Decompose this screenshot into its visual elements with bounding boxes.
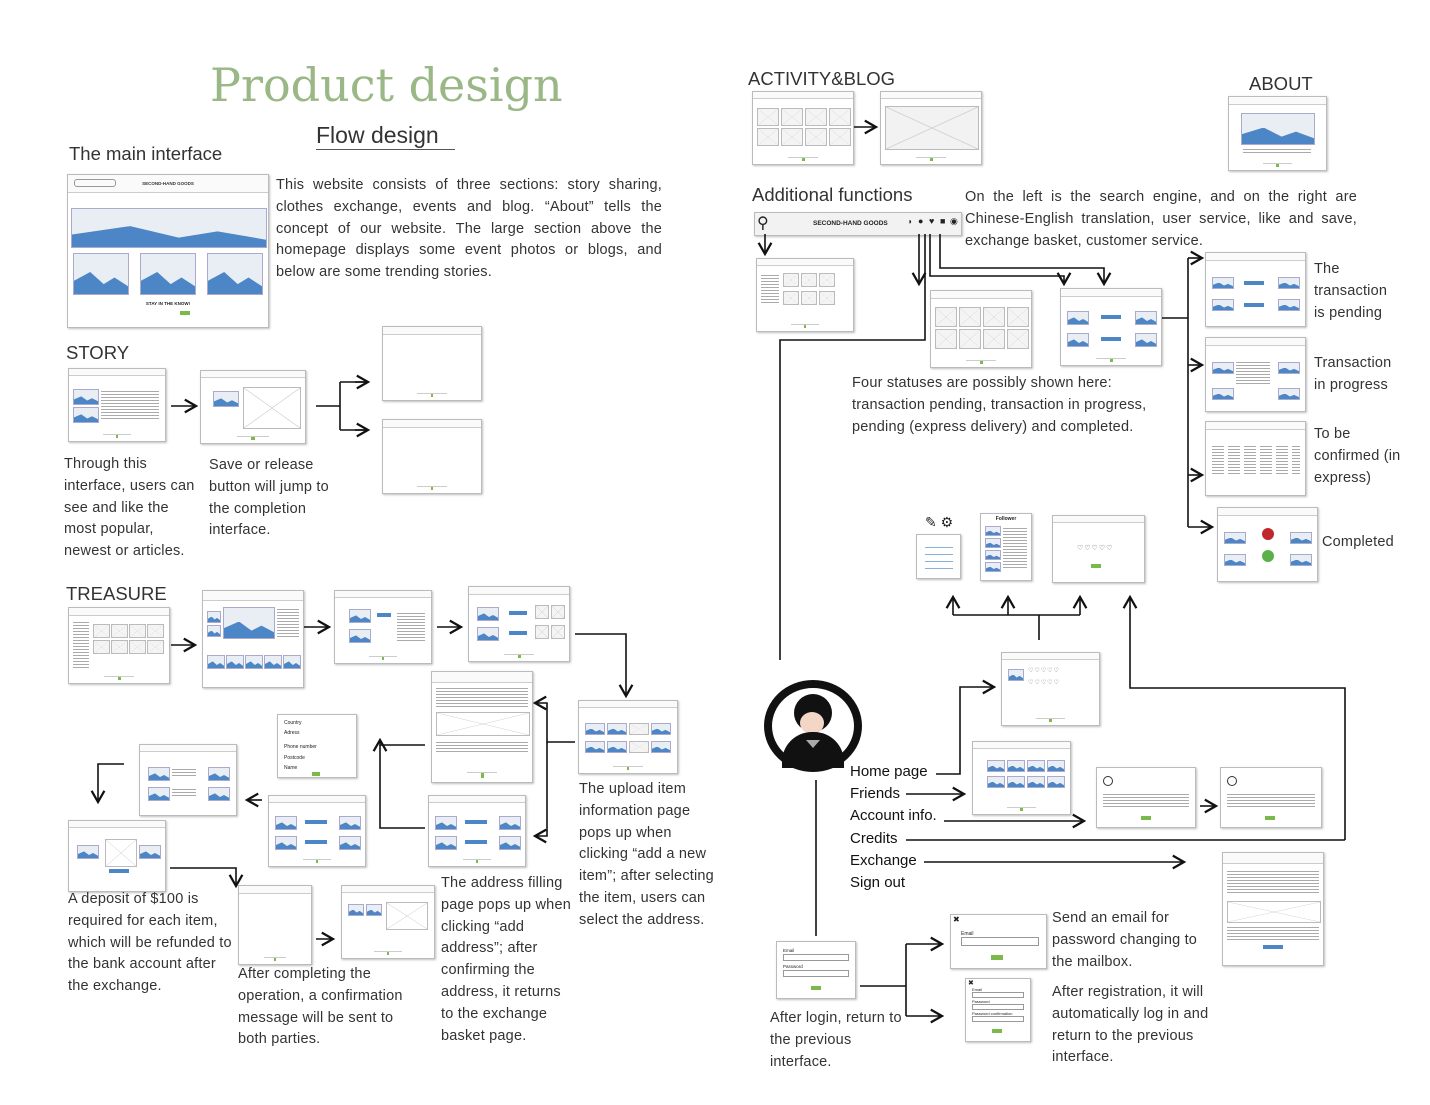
heart-icon: ♥ (929, 216, 935, 226)
exchange-basket-mockup (1060, 288, 1162, 366)
menu-account-info[interactable]: Account info. (850, 807, 937, 825)
status-progress-label: Transaction in progress (1314, 355, 1392, 393)
edit-settings-icons: ✎ ⚙ (925, 514, 954, 530)
liked-items-mockup (930, 290, 1032, 368)
treasure-item-mockup (202, 590, 304, 688)
confirm-note: After completing the operation, a confir… (238, 966, 403, 1048)
address-note: The address filling page pops up when cl… (441, 875, 571, 1044)
statuses-note: Four statuses are possibly shown here: t… (852, 375, 1147, 435)
deposit-note: A deposit of $100 is required for each i… (68, 891, 232, 995)
main-interface-heading: The main interface (69, 143, 223, 164)
register-password-label: Password (972, 999, 990, 1004)
user-service-icon: ● (918, 216, 924, 226)
register-mockup: ✖ Email Password Password confirmation (965, 978, 1031, 1042)
story-note-list: Through this interface, users can see an… (64, 456, 195, 560)
translate-icon: ◑ (907, 217, 912, 226)
confirmation-mockup (341, 885, 435, 959)
search-icon: ⚲ (757, 215, 769, 232)
activity-heading: ACTIVITY&BLOG (748, 68, 896, 89)
about-mockup (1228, 96, 1327, 171)
register-confirm-label: Password confirmation (972, 1011, 1013, 1016)
additional-description: On the left is the search engine, and on… (965, 189, 1357, 249)
about-heading: ABOUT (1249, 73, 1313, 94)
address-phone-label: Phone number (284, 744, 317, 750)
menu-credits[interactable]: Credits (850, 829, 898, 847)
account-info-mockup (1096, 767, 1196, 828)
address-postcode-label: Postcode (284, 755, 305, 761)
address-popup-mockup: Country Adress Phone number Postcode Nam… (277, 714, 357, 778)
login-note: After login, return to the previous inte… (770, 1010, 902, 1070)
address-basket-mockup (268, 795, 366, 867)
forgot-password-mockup: ✖ Email (950, 914, 1047, 969)
follower-mockup: Follower (980, 513, 1032, 581)
exchange-page-mockup (1222, 852, 1324, 966)
toolbar-brand: SECOND-HAND GOODS (813, 220, 888, 227)
search-result-mockup (756, 258, 854, 332)
home-page-mockup: ♡♡♡♡♡ ♡♡♡♡♡ (1001, 652, 1100, 726)
treasure-heading: TREASURE (66, 583, 167, 604)
address-form-mockup (431, 671, 533, 783)
forgot-email-label: Email (961, 931, 974, 937)
basket-pending-mockup (139, 744, 237, 816)
status-express-mockup (1205, 421, 1306, 496)
close-icon[interactable]: ✖ (953, 915, 960, 924)
address-adress-label: Adress (284, 730, 300, 736)
menu-friends[interactable]: Friends (850, 785, 901, 803)
treasure-basket-mockup (334, 590, 432, 664)
stay-in-the-know: STAY IN THE KNOW! (145, 301, 191, 306)
treasure-list-mockup (68, 607, 170, 684)
upload-note: The upload item information page pops up… (579, 781, 714, 928)
service-icon: ◉ (950, 216, 958, 226)
status-progress-mockup (1205, 337, 1306, 412)
main-interface-description: This website consists of three sections:… (276, 177, 662, 281)
page-subtitle: Flow design (316, 122, 455, 150)
friends-mockup (972, 741, 1071, 815)
upload-basket-mockup (428, 795, 526, 867)
chevron-down-icon (806, 740, 820, 748)
brand-label: SECOND-HAND GOODS (142, 181, 194, 186)
user-menu: Home page Friends Account info. Credits … (850, 761, 937, 894)
login-password-label: Password (783, 964, 803, 969)
close-icon[interactable]: ✖ (968, 980, 974, 987)
story-note-save: Save or release button will jump to the … (209, 457, 329, 539)
menu-exchange[interactable]: Exchange (850, 851, 917, 869)
toolbar-strip: ⚲ SECOND-HAND GOODS ◑ ● ♥ ■ ◉ (754, 212, 962, 236)
status-completed-label: Completed (1322, 534, 1394, 550)
page-title: Product design (210, 58, 563, 112)
user-avatar[interactable] (764, 680, 862, 772)
account-edit-mockup (1220, 767, 1322, 828)
login-mockup: Email Password (776, 941, 856, 999)
credits-popup-mockup: ♡♡♡♡♡ (1052, 515, 1145, 583)
treasure-exchange-mockup (468, 586, 570, 662)
register-note: After registration, it will automaticall… (1052, 984, 1209, 1066)
upload-item-mockup (578, 700, 678, 774)
activity-list-mockup (752, 91, 854, 165)
login-email-label: Email (783, 948, 795, 953)
address-country-label: Country (284, 720, 302, 726)
status-completed-mockup (1217, 507, 1318, 582)
story-released-mockup (382, 419, 482, 494)
deposit-mockup (68, 820, 166, 892)
settings-popup-mockup (916, 534, 961, 579)
register-email-label: Email (972, 987, 983, 992)
story-saved-mockup (382, 326, 482, 401)
activity-detail-mockup (880, 91, 982, 165)
status-pending-label: The transaction is pending (1314, 261, 1388, 321)
story-list-mockup (68, 368, 166, 442)
email-note: Send an email for password changing to t… (1052, 910, 1198, 970)
follower-label: Follower (995, 516, 1017, 522)
menu-home-page[interactable]: Home page (850, 763, 928, 780)
basket-icon: ■ (940, 216, 946, 226)
main-interface-mockup: SECOND-HAND GOODS STAY IN THE KNOW! (67, 174, 269, 328)
status-pending-mockup (1205, 252, 1306, 327)
story-edit-mockup (200, 370, 306, 444)
story-heading: STORY (66, 342, 130, 363)
additional-heading: Additional functions (752, 184, 913, 205)
address-name-label: Name (284, 765, 298, 771)
completion-mockup (238, 885, 312, 965)
status-express-label: To be confirmed (in express) (1314, 426, 1401, 486)
menu-sign-out[interactable]: Sign out (850, 874, 906, 892)
